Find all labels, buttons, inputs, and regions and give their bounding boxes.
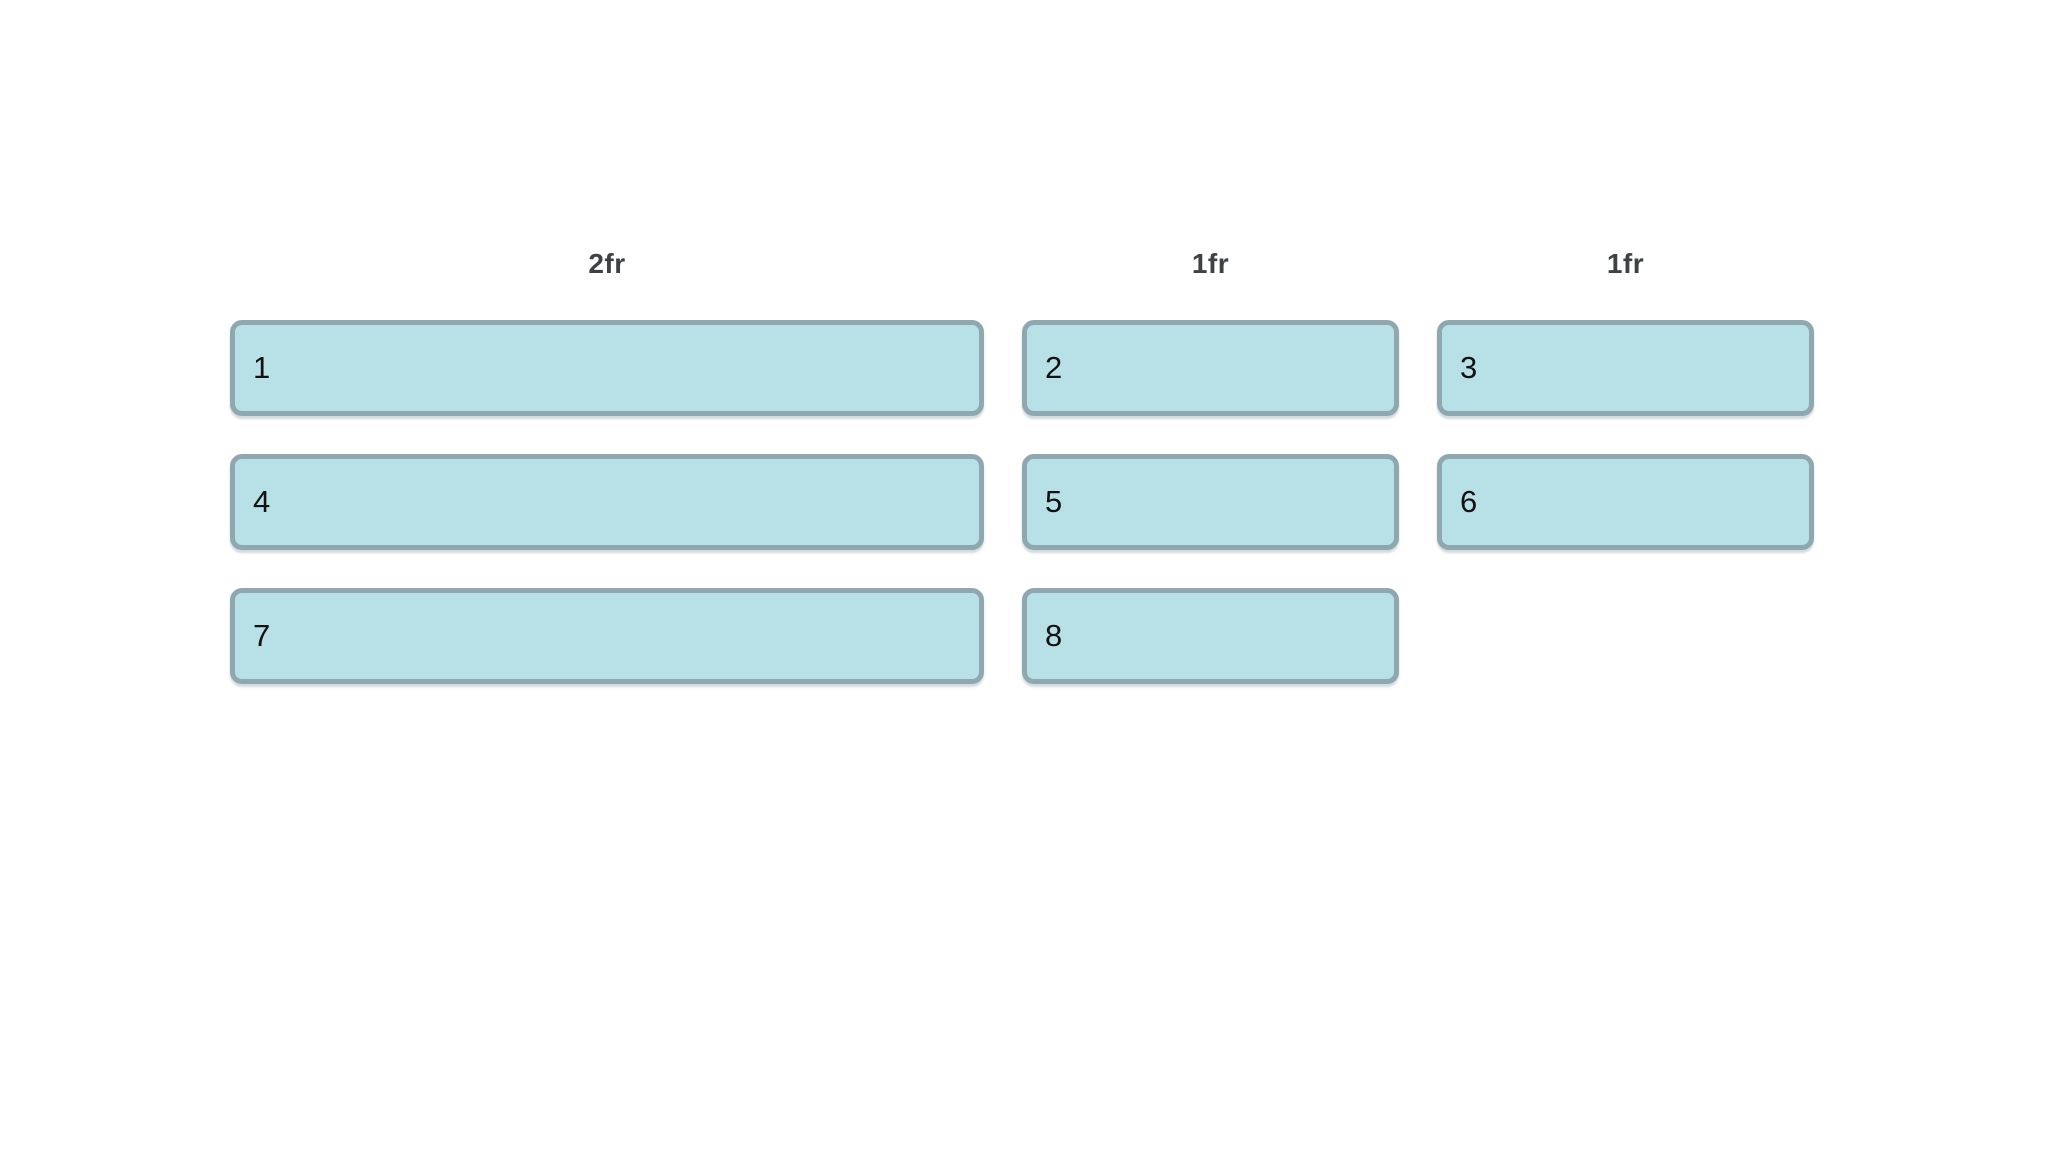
grid-container: 1 2 3 4 5 6 7 8 bbox=[230, 320, 1814, 684]
column-label-2fr: 2fr bbox=[588, 248, 626, 279]
column-labels-row: 2fr 1fr 1fr bbox=[230, 248, 1814, 280]
grid-item-2: 2 bbox=[1022, 320, 1399, 416]
grid-item-6: 6 bbox=[1437, 454, 1814, 550]
column-label-1fr-a: 1fr bbox=[1191, 248, 1230, 279]
grid-item-3: 3 bbox=[1437, 320, 1814, 416]
grid-item-8: 8 bbox=[1022, 588, 1399, 684]
grid-demo: 2fr 1fr 1fr 1 2 3 4 5 6 7 8 bbox=[230, 248, 1814, 684]
grid-item-7: 7 bbox=[230, 588, 984, 684]
grid-item-4: 4 bbox=[230, 454, 984, 550]
grid-item-1: 1 bbox=[230, 320, 984, 416]
grid-item-5: 5 bbox=[1022, 454, 1399, 550]
column-label-1fr-b: 1fr bbox=[1606, 248, 1645, 279]
